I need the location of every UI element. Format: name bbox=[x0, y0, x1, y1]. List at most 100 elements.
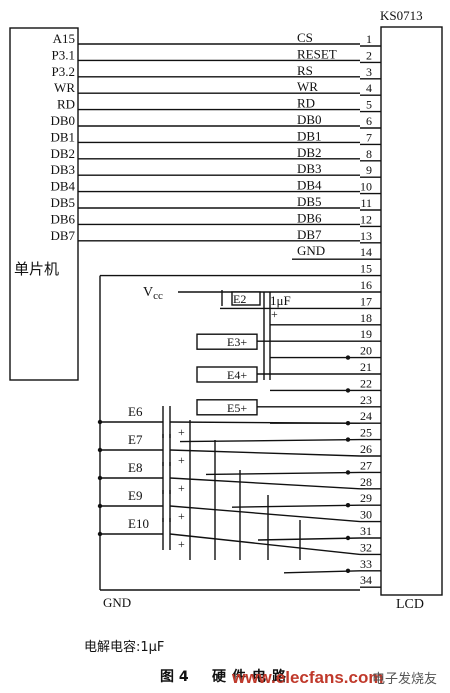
mcu-pin-label: DB5 bbox=[50, 195, 75, 210]
lcd-pin-name: DB4 bbox=[297, 178, 322, 193]
mcu-pin-label: DB2 bbox=[50, 146, 75, 161]
lcd-pin-number: 25 bbox=[360, 426, 372, 440]
junction-dot bbox=[345, 503, 351, 508]
cap-plus: + bbox=[178, 537, 185, 551]
lcd-pin-name: DB0 bbox=[297, 112, 322, 127]
bus-lines bbox=[78, 43, 360, 260]
power-network: E2+E3+E4+E5+E6+E7+E8+E9+E10+ bbox=[97, 274, 361, 591]
vcc-v: V bbox=[143, 285, 153, 300]
mcu-pin-label: WR bbox=[54, 80, 75, 95]
lcd-pin-name: DB5 bbox=[297, 194, 322, 209]
lcd-pin-number: 14 bbox=[360, 245, 372, 259]
lcd-pin-number: 3 bbox=[366, 65, 372, 79]
mcu-label: 单片机 bbox=[14, 260, 59, 278]
cap-label: E5+ bbox=[227, 401, 247, 415]
mcu-pin-label: P3.1 bbox=[52, 47, 75, 62]
cap-label: E10 bbox=[128, 516, 149, 531]
lcd-pin-number: 7 bbox=[366, 130, 372, 144]
lcd-pin-number: 11 bbox=[360, 196, 372, 210]
lcd-pin-number: 24 bbox=[360, 409, 372, 423]
lcd-pin-numbers: 1234567891011121314151617181920212223242… bbox=[360, 32, 381, 588]
vcc-label: Vcc bbox=[143, 285, 163, 302]
lcd-pin-number: 4 bbox=[366, 81, 372, 95]
cap-label: E3+ bbox=[227, 335, 247, 349]
junction-dot bbox=[97, 531, 103, 537]
mcu-pin-label: DB7 bbox=[50, 228, 75, 243]
lcd-pin-number: 20 bbox=[360, 344, 372, 358]
lcd-pin-name: DB2 bbox=[297, 145, 322, 160]
junction-dot bbox=[345, 437, 351, 442]
lcd-title: KS0713 bbox=[380, 8, 423, 23]
junction-dot bbox=[345, 355, 351, 360]
lcd-pin-number: 22 bbox=[360, 376, 372, 390]
lcd-pin-number: 12 bbox=[360, 212, 372, 226]
lcd-pin-number: 28 bbox=[360, 475, 372, 489]
cap-plus: + bbox=[178, 453, 185, 467]
watermark-brand: 电子发烧友 bbox=[372, 671, 437, 687]
figure-title: 硬件电路 bbox=[212, 668, 292, 685]
lcd-pin-number: 17 bbox=[360, 294, 372, 308]
lcd-pin-number: 5 bbox=[366, 98, 372, 112]
lcd-pin-name: RESET bbox=[297, 46, 337, 61]
lcd-pin-name: DB3 bbox=[297, 161, 322, 176]
mcu-pin-label: DB1 bbox=[50, 129, 75, 144]
lcd-pin-number: 6 bbox=[366, 114, 372, 128]
lcd-pin-name: CS bbox=[297, 30, 313, 45]
junction-dot bbox=[345, 388, 351, 393]
lcd-footer: LCD bbox=[396, 597, 424, 612]
junction-dot bbox=[97, 475, 103, 481]
mcu-pin-label: DB3 bbox=[50, 162, 75, 177]
mcu-pin-label: DB6 bbox=[50, 211, 75, 226]
cap-wire-to-pin bbox=[205, 471, 361, 476]
cap-label: E8 bbox=[128, 460, 142, 475]
mcu-pin-label: DB4 bbox=[50, 179, 75, 194]
e2-box bbox=[231, 291, 261, 306]
cap-label: E9 bbox=[128, 488, 142, 503]
junction-dot bbox=[97, 503, 103, 509]
lcd-pin-number: 15 bbox=[360, 262, 372, 276]
lcd-pin-number: 32 bbox=[360, 540, 372, 554]
cap-wire-to-pin bbox=[231, 504, 361, 508]
cap-wire-to-pin bbox=[169, 477, 361, 490]
lcd-pin-name: DB6 bbox=[297, 210, 322, 225]
junction-dot bbox=[97, 419, 103, 425]
lcd-pin-name: DB1 bbox=[297, 128, 322, 143]
cap-label: E6 bbox=[128, 404, 143, 419]
lcd-pin-name: RS bbox=[297, 63, 313, 78]
lcd-pin-number: 13 bbox=[360, 229, 372, 243]
vcc-subscript: cc bbox=[153, 290, 163, 302]
cap-wire-to-pin bbox=[169, 421, 361, 424]
lcd-pin-number: 33 bbox=[360, 557, 372, 571]
e2-value-label: 1μF bbox=[270, 293, 291, 308]
cap-wire-to-pin bbox=[179, 438, 361, 443]
mcu-pin-label: P3.2 bbox=[52, 64, 75, 79]
lcd-pin-number: 23 bbox=[360, 393, 372, 407]
lcd-pin-name: DB7 bbox=[297, 227, 322, 242]
junction-dot bbox=[97, 447, 103, 453]
lcd-pin-number: 27 bbox=[360, 458, 372, 472]
lcd-pin-number: 8 bbox=[366, 147, 372, 161]
mcu-pin-label: DB0 bbox=[50, 113, 75, 128]
cap-wire-to-pin bbox=[169, 533, 361, 556]
lcd-pin-number: 2 bbox=[366, 48, 372, 62]
cap-plus: + bbox=[178, 425, 185, 439]
cap-wire-to-pin bbox=[169, 449, 361, 457]
junction-dot bbox=[345, 568, 351, 573]
lcd-pin-number: 18 bbox=[360, 311, 372, 325]
junction-dot bbox=[345, 470, 351, 475]
gnd-label: GND bbox=[103, 595, 131, 610]
lcd-pin-number: 34 bbox=[360, 573, 372, 587]
lcd-box bbox=[380, 26, 443, 596]
lcd-pin-number: 29 bbox=[360, 491, 372, 505]
cap-plus: + bbox=[178, 509, 185, 523]
e2-label: E2 bbox=[233, 292, 246, 306]
mcu-box bbox=[9, 27, 79, 381]
lcd-pin-number: 26 bbox=[360, 442, 372, 456]
lcd-pin-name: GND bbox=[297, 243, 325, 258]
figure-number: 图 4 bbox=[160, 669, 189, 685]
e2-plus: + bbox=[271, 307, 278, 321]
junction-dot bbox=[345, 535, 351, 541]
